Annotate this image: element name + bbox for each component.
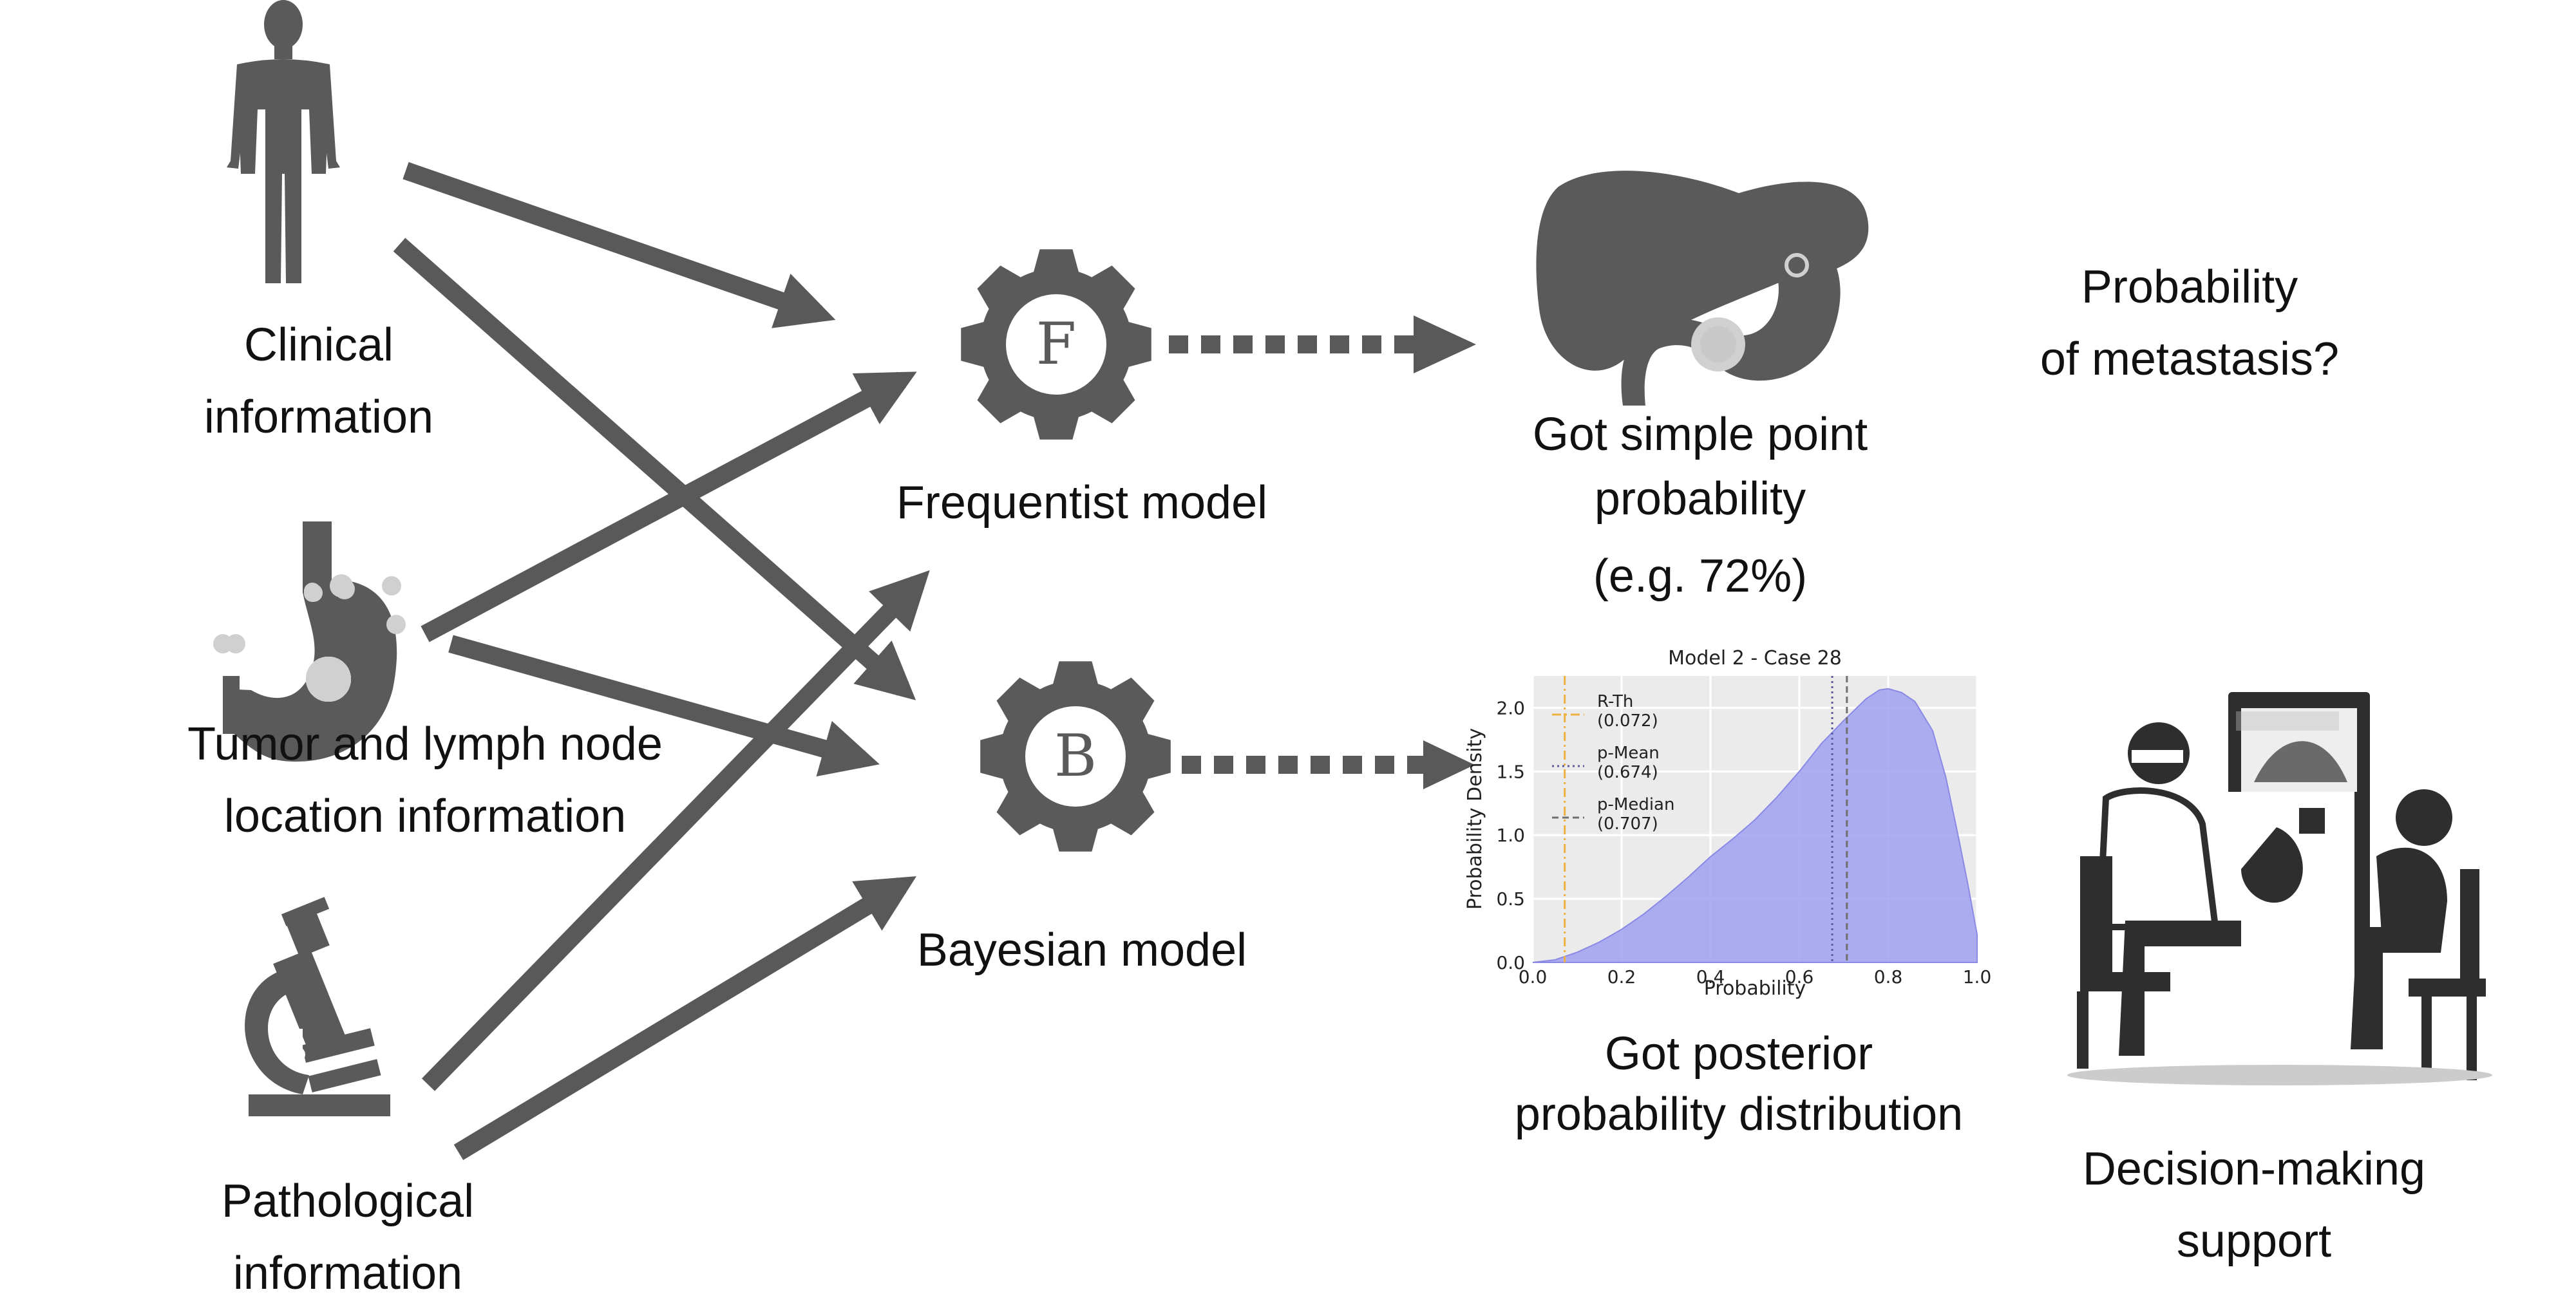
posterior-distribution-chart: 0.0 0.2 0.4 0.6 0.8 1.0 0.0 0.5 1.0 1.5 2.0 Model …: [1464, 647, 1991, 1000]
model-output-arrows: [1169, 315, 1476, 789]
arrow-pathological-to-frequentist: [421, 570, 930, 1091]
x-tick-label: 1.0: [1963, 966, 1992, 988]
input-arrows: [393, 162, 930, 1160]
legend-entry-name: p-Median: [1597, 795, 1674, 814]
x-tick-label: 0.8: [1874, 966, 1903, 988]
chart-reference-lines: [1564, 676, 1848, 962]
arrow-tumor-to-bayesian: [448, 635, 880, 777]
y-tick-label: 2.0: [1496, 697, 1525, 718]
liver-stomach-icon: [1536, 171, 1869, 406]
chart-x-label: Probability: [1704, 977, 1806, 1000]
metastasis-question-label: Probability of metastasis?: [2040, 261, 2340, 385]
frequentist-gear-icon: F: [961, 249, 1151, 440]
arrow-frequentist-to-point-head: [1414, 315, 1476, 373]
y-tick-label: 1.5: [1496, 761, 1525, 782]
gear-letter: F: [1036, 310, 1076, 378]
posterior-density-area: [1532, 688, 1978, 963]
x-tick-label: 0.0: [1519, 966, 1548, 988]
frequentist-model-label: Frequentist model: [896, 477, 1268, 529]
chart-area: [1532, 688, 1978, 963]
microscope-icon: [245, 897, 390, 1116]
legend-entry-value: (0.072): [1597, 711, 1658, 731]
arrow-clinical-to-bayesian: [393, 238, 916, 700]
bayesian-model-label: Bayesian model: [916, 924, 1247, 976]
gear-hub: [1006, 294, 1106, 395]
x-tick-label: 0.2: [1607, 966, 1636, 988]
legend-entry-value: (0.674): [1597, 763, 1658, 782]
legend-entry-name: p-Mean: [1597, 744, 1660, 763]
chart-title: Model 2 - Case 28: [1668, 647, 1842, 670]
y-tick-label: 0.5: [1496, 888, 1525, 910]
stomach-tumor-icon: [213, 521, 406, 762]
clinical-info-label: Clinical information: [204, 319, 434, 443]
chart-y-label: Probability Density: [1464, 728, 1486, 910]
arrow-tumor-to-frequentist: [421, 371, 917, 642]
legend-entry-value: (0.707): [1597, 814, 1658, 834]
y-tick-label: 0.0: [1496, 952, 1525, 973]
arrow-clinical-to-frequentist: [402, 162, 836, 328]
chart-legend: R-Th(0.072) p-Mean(0.674) p-Median(0.707): [1552, 692, 1674, 834]
arrow-bayesian-to-chart-head: [1423, 740, 1475, 789]
point-probability-label: Got simple point probability (e.g. 72%): [1532, 409, 1868, 602]
bayesian-gear-icon: B: [980, 661, 1171, 852]
tumor-location-label: Tumor and lymph node location informatio…: [187, 718, 663, 842]
arrow-pathological-to-bayesian: [453, 876, 917, 1160]
pathological-info-label: Pathological information: [221, 1176, 475, 1299]
doctor-patient-icon: [2067, 692, 2492, 1085]
chart-ticks: 0.0 0.2 0.4 0.6 0.8 1.0 0.0 0.5 1.0 1.5 2.0: [1496, 697, 1991, 988]
x-tick-label: 0.4: [1696, 966, 1725, 988]
gear-hub: [1025, 706, 1126, 807]
posterior-distribution-label: Got posterior probability distribution: [1514, 1028, 1964, 1140]
decision-support-label: Decision-making support: [2082, 1143, 2426, 1267]
gear-letter: B: [1054, 722, 1097, 790]
legend-entry-name: R-Th: [1597, 692, 1633, 711]
y-tick-label: 1.0: [1496, 825, 1525, 846]
human-figure-icon: [227, 0, 340, 283]
x-tick-label: 0.6: [1785, 966, 1814, 988]
